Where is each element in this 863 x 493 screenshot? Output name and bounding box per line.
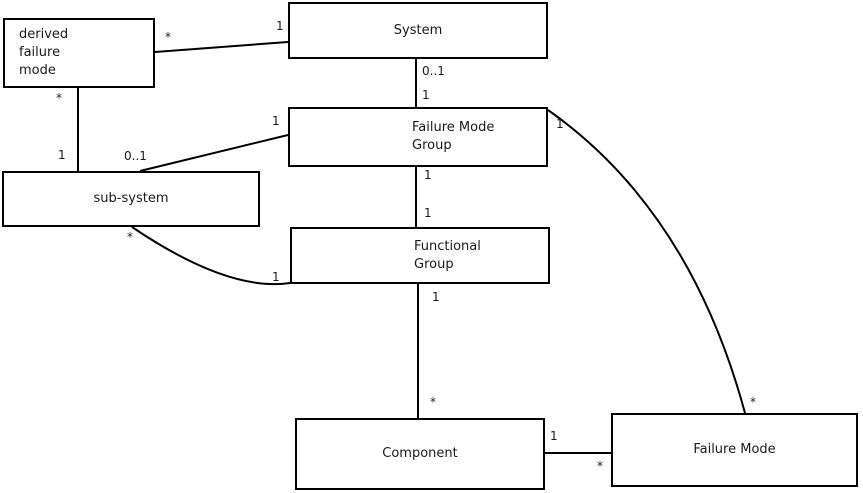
multiplicity-label-mult-system-dfm-one: 1: [276, 19, 284, 33]
multiplicity-label-mult-dfm-system-star: *: [165, 30, 171, 44]
multiplicity-label-mult-component-fm-one: 1: [550, 429, 558, 443]
class-box-label-failure-mode: Failure Mode: [693, 442, 776, 457]
multiplicity-label-mult-fmg-fg-one: 1: [424, 168, 432, 182]
multiplicity-label-mult-fm-fmg-star: *: [750, 395, 756, 409]
multiplicity-label-mult-fm-component-star: *: [597, 459, 603, 473]
multiplicity-label-mult-fg-component-one: 1: [432, 290, 440, 304]
multiplicity-label-mult-fmg-fm-one: 1: [556, 117, 564, 131]
multiplicity-label-mult-subsystem-fmg-zero-one: 0..1: [124, 149, 147, 163]
class-box-system[interactable]: System: [288, 2, 548, 59]
class-box-label-system: System: [393, 22, 443, 38]
class-box-failure-mode[interactable]: Failure Mode: [611, 413, 858, 487]
multiplicity-label-mult-subsystem-dfm-one: 1: [58, 148, 66, 162]
class-box-label-component: Component: [382, 446, 458, 461]
class-box-label-functional-group: Functional Group: [414, 238, 481, 272]
class-box-sub-system[interactable]: sub-system: [2, 171, 260, 227]
multiplicity-label-mult-fmg-system-one: 1: [422, 88, 430, 102]
association-line-derived-failure-mode-to-system: [154, 41, 289, 53]
class-box-component[interactable]: Component: [295, 418, 545, 490]
class-box-label-sub-system: sub-system: [93, 191, 169, 206]
association-line-failure-mode-group-to-failure-mode: [547, 109, 746, 414]
multiplicity-label-mult-fg-fmg-one: 1: [424, 206, 432, 220]
multiplicity-label-mult-system-fmg-zero-one: 0..1: [422, 64, 445, 78]
class-box-failure-mode-group[interactable]: Failure Mode Group: [288, 107, 548, 167]
association-lines: [77, 41, 746, 454]
association-line-sub-system-to-failure-mode-group: [139, 134, 289, 172]
class-box-derived-failure-mode[interactable]: derived failure mode: [3, 18, 155, 88]
class-box-functional-group[interactable]: Functional Group: [290, 227, 550, 284]
association-line-sub-system-to-functional-group: [131, 226, 291, 286]
multiplicity-label-mult-subsystem-fg-star: *: [127, 230, 133, 244]
multiplicity-label-mult-fmg-subsystem-one: 1: [272, 114, 280, 128]
class-box-label-failure-mode-group: Failure Mode Group: [412, 120, 495, 153]
multiplicity-label-mult-dfm-subsystem-star: *: [56, 91, 62, 105]
class-box-label-derived-failure-mode: derived failure mode: [19, 27, 69, 78]
multiplicity-label-mult-fg-subsystem-one: 1: [272, 270, 280, 284]
multiplicity-label-mult-component-fg-star: *: [430, 395, 436, 409]
